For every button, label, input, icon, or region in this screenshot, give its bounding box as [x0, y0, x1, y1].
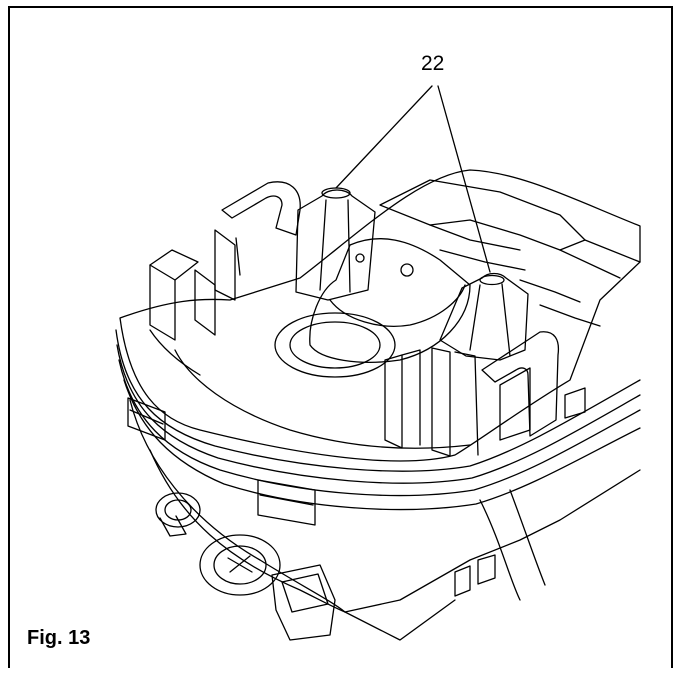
rim-band-3 — [118, 359, 641, 497]
figure-label: Fig. 13 — [27, 627, 91, 649]
right-fin-4 — [454, 351, 479, 456]
rear-knob-inner — [164, 499, 192, 521]
dome-inner — [329, 284, 466, 327]
back-deck — [379, 179, 586, 251]
small-clip-2 — [477, 554, 496, 585]
vent-mid — [257, 479, 316, 526]
figure-frame — [8, 6, 673, 668]
lower-body-skirt — [149, 449, 346, 613]
outer-rim — [119, 169, 641, 462]
rear-knob-outer — [155, 492, 201, 528]
vent-mid-line — [259, 494, 314, 506]
left-handle-inner — [235, 237, 241, 276]
left-post — [295, 189, 376, 301]
deck-rib-4 — [539, 304, 601, 327]
right-post-ridge-1 — [469, 284, 481, 351]
left-wall — [149, 264, 176, 341]
wheel-hub — [227, 555, 253, 573]
vent-left — [127, 397, 166, 441]
base-ring-inner — [289, 321, 381, 369]
socket-housing — [271, 564, 336, 641]
leader-line-right — [437, 85, 491, 273]
lower-seam — [344, 599, 456, 641]
deck-rib-3 — [519, 279, 581, 303]
right-fin-3 — [431, 347, 451, 457]
vent-right — [564, 387, 586, 419]
small-clip — [454, 565, 471, 597]
right-post-cap — [479, 274, 505, 286]
left-post-ridge-1 — [319, 199, 327, 291]
base-ring-outer — [274, 312, 396, 378]
rim-band-4 — [123, 379, 641, 511]
left-wall-top — [149, 249, 199, 281]
deck-rib-1 — [429, 224, 521, 251]
wheel-inner — [213, 545, 267, 585]
right-handle-slot — [499, 367, 531, 441]
left-fin-1 — [194, 269, 216, 336]
right-post — [439, 272, 529, 361]
leader-line-left — [335, 85, 433, 189]
right-fin-2 — [401, 349, 421, 446]
right-handle — [481, 331, 560, 437]
rim-band-2 — [116, 344, 641, 484]
left-handle — [221, 181, 301, 236]
rear-knob-handle — [159, 515, 187, 537]
right-post-ridge-2 — [501, 283, 511, 357]
lower-body-right — [479, 499, 521, 601]
deck-edge — [584, 239, 641, 263]
dome-hole — [400, 263, 414, 277]
left-fin-2 — [214, 229, 236, 301]
right-fin-1 — [384, 354, 403, 449]
lower-body-right-2 — [509, 489, 546, 586]
callout-number: 22 — [421, 52, 445, 75]
tray-floor — [174, 349, 471, 449]
dome-hole-2 — [355, 253, 365, 263]
wheel-outer — [199, 534, 281, 596]
central-dome — [309, 238, 471, 363]
deck-edge-2 — [559, 249, 621, 279]
rim-band-1 — [115, 329, 641, 472]
tray-inner-edge — [149, 329, 201, 376]
deck-rib-2 — [439, 249, 526, 271]
vent-left-line — [129, 409, 164, 425]
socket-inner — [281, 573, 329, 613]
